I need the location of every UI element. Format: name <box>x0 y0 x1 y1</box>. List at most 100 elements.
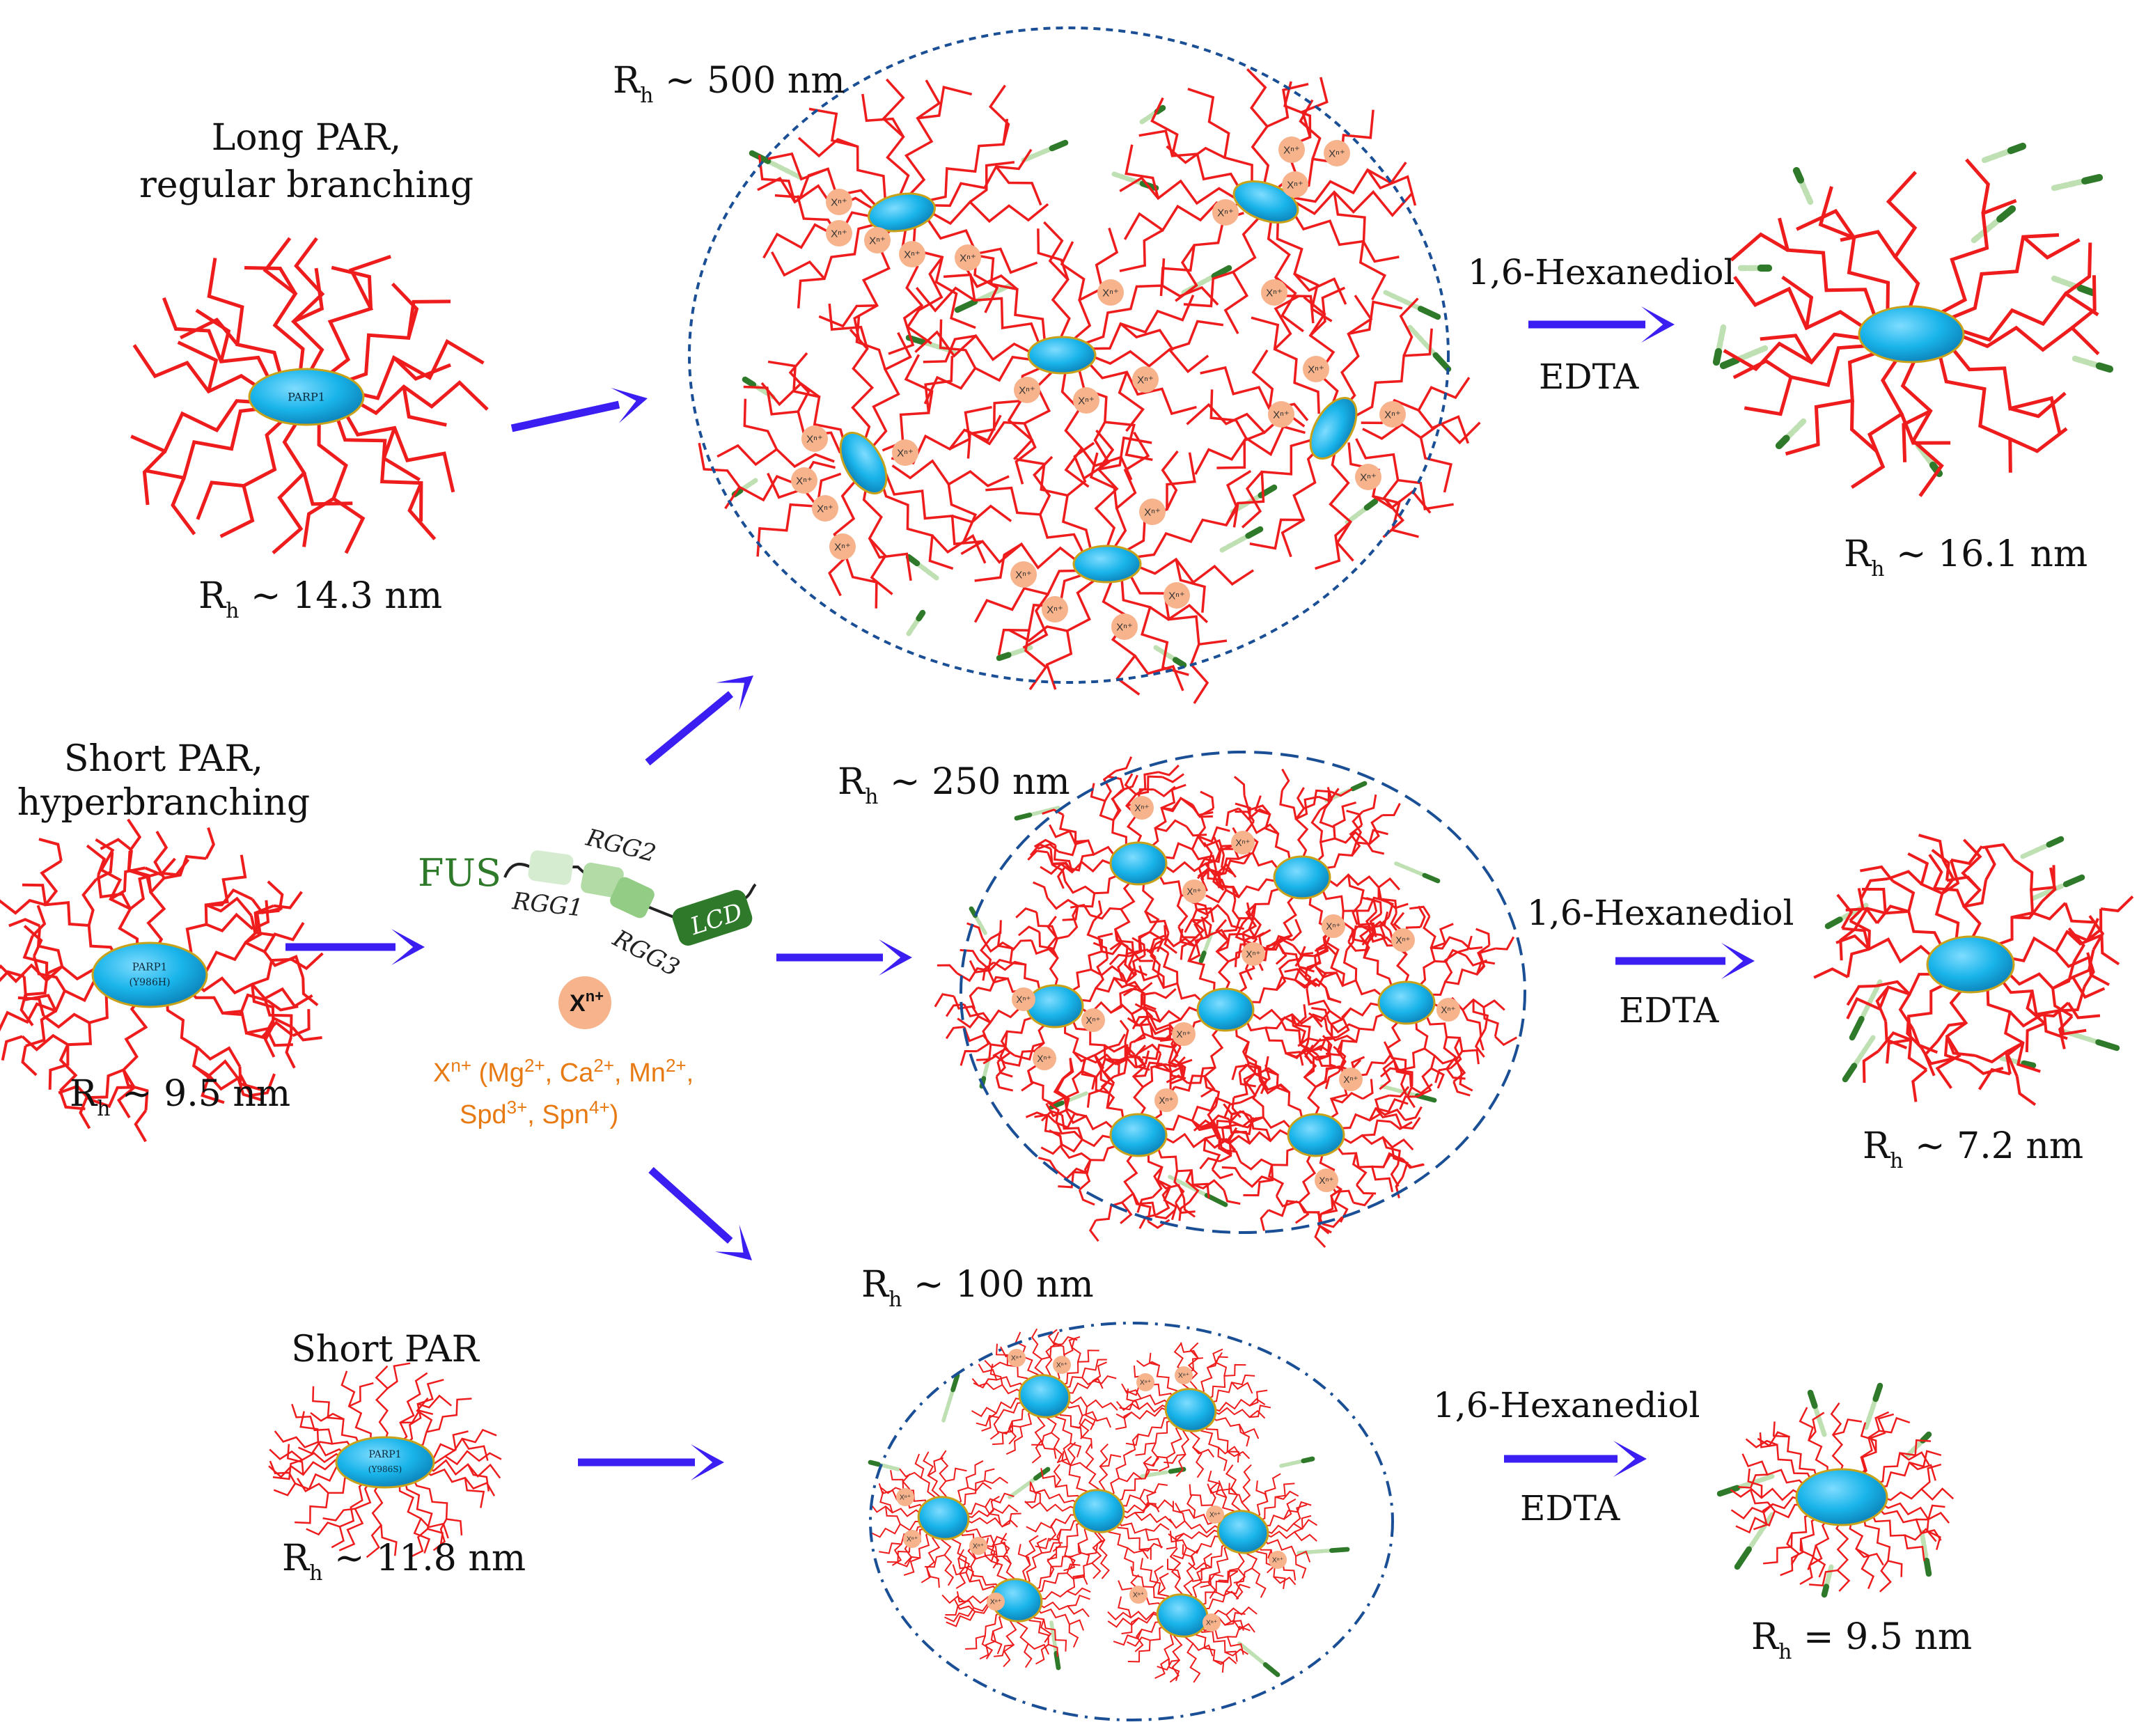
par-chain <box>756 472 842 557</box>
par-branch <box>1877 1031 1911 1052</box>
par-branch <box>1225 469 1252 526</box>
par-branch <box>205 912 254 932</box>
fus-strand <box>1279 1456 1315 1468</box>
parp1-protein <box>868 192 936 233</box>
par-sub-branch <box>1365 897 1383 914</box>
par-chain <box>1138 965 1204 1003</box>
par-branch <box>1267 1164 1285 1197</box>
cation-sphere: Xⁿ⁺ <box>1278 136 1305 163</box>
par-chain <box>1154 1628 1176 1680</box>
par-chain <box>1081 1059 1125 1122</box>
par-sub-branch <box>1158 765 1180 776</box>
par-sub-branch <box>1138 1043 1161 1054</box>
par-chain <box>1192 1542 1230 1582</box>
par-branch <box>1100 1076 1115 1109</box>
par-branch <box>1231 1382 1253 1394</box>
par-chain <box>403 1478 444 1548</box>
cation-sphere: Xⁿ⁺ <box>1324 140 1350 166</box>
parp1-protein <box>1026 984 1084 1029</box>
par-chain <box>1246 1545 1267 1598</box>
cation-sphere-label: Xⁿ⁺ <box>1178 1373 1189 1380</box>
par-branch <box>58 1044 78 1092</box>
fus-strand <box>2051 173 2104 191</box>
par-chain <box>1935 198 2017 317</box>
par-sub-branch <box>1352 903 1361 925</box>
par-branch <box>1052 1331 1065 1355</box>
par-branch <box>1472 999 1489 1030</box>
par-branch <box>1900 413 1951 445</box>
par-chain <box>331 1478 370 1549</box>
cation-sphere: Xⁿ⁺ <box>1132 366 1159 393</box>
par-branch <box>760 382 820 407</box>
par-sub-branch <box>1862 1049 1879 1083</box>
par-sub-branch <box>1386 900 1409 909</box>
par-chain <box>1338 1097 1409 1129</box>
arrow-shaft <box>648 1166 733 1244</box>
par-sub-branch <box>1042 808 1064 816</box>
par-sub-branch <box>1322 1216 1343 1228</box>
par-branch <box>1946 875 1981 891</box>
par-sub-branch <box>1115 756 1133 772</box>
cation-sphere-body <box>1269 1551 1287 1569</box>
par-branch <box>272 1459 303 1480</box>
par-sub-branch <box>86 844 107 876</box>
arrow-head <box>714 1224 752 1260</box>
fus-lcd-segment <box>996 652 1012 662</box>
par-chain <box>1198 1624 1238 1662</box>
par-sub-branch <box>267 999 299 1012</box>
top-edta: EDTA <box>1539 357 1639 397</box>
par-chain <box>973 569 1081 623</box>
par-sub-branch <box>1122 987 1145 996</box>
par-branch <box>1059 814 1077 845</box>
middle-hexanediol: 1,6-Hexanediol <box>1527 893 1794 933</box>
par-branch <box>1053 1464 1062 1488</box>
par-sub-branch <box>1452 1081 1471 1097</box>
par-sub-branch <box>1409 905 1431 917</box>
par-chain <box>1261 1501 1312 1527</box>
par-branch <box>845 556 878 609</box>
par-branch <box>1127 1636 1150 1648</box>
par-branch <box>1053 845 1074 873</box>
par-branch <box>1298 1201 1324 1225</box>
par-branch <box>1730 232 1789 262</box>
par-branch <box>1757 1431 1789 1447</box>
fus-rgg-segment <box>879 1463 900 1471</box>
cation-sphere: Xⁿ⁺ <box>1436 998 1460 1022</box>
par-chain <box>1772 1421 1819 1482</box>
par-chain <box>927 219 1038 274</box>
par-sub-branch <box>1349 925 1369 938</box>
par-branch <box>1306 988 1331 1012</box>
par-chain <box>1243 1145 1299 1197</box>
par-sub-branch <box>1459 1072 1473 1092</box>
cation-sphere-body <box>1175 1366 1193 1384</box>
fus-lcd-segment <box>1872 1382 1883 1402</box>
par-branch <box>420 1517 449 1539</box>
par-chain <box>1090 1524 1103 1579</box>
cation-sphere: Xⁿ⁺ <box>896 1488 914 1506</box>
par-sub-branch <box>1134 948 1157 958</box>
par-sub-branch <box>1244 1063 1261 1081</box>
par-branch <box>1042 1542 1063 1554</box>
par-branch <box>97 875 132 910</box>
par-branch <box>1124 1040 1146 1067</box>
fus-lcd-segment <box>1849 1015 1865 1041</box>
par-branch <box>1143 1455 1152 1479</box>
par-sub-branch <box>1136 1196 1153 1213</box>
cation-sphere-body <box>1324 140 1350 166</box>
par-branch <box>1143 993 1161 1022</box>
arrow-head <box>716 675 753 711</box>
middle-edta: EDTA <box>1619 990 1719 1031</box>
cation-sphere-body <box>899 241 925 267</box>
par-branch <box>1031 1432 1052 1446</box>
par-branch <box>774 167 829 199</box>
par-branch <box>758 155 797 203</box>
par-sub-branch <box>1149 935 1165 953</box>
fus-lcd-segment <box>1712 347 1723 366</box>
par-branch <box>1068 1624 1079 1648</box>
cation-sphere-label: Xⁿ⁺ <box>1016 994 1031 1005</box>
par-branch <box>196 480 244 520</box>
cation-sphere: Xⁿ⁺ <box>1129 1586 1148 1604</box>
par-chain <box>1835 934 1936 964</box>
par-branch <box>1334 831 1368 844</box>
par-chain <box>48 990 124 1090</box>
